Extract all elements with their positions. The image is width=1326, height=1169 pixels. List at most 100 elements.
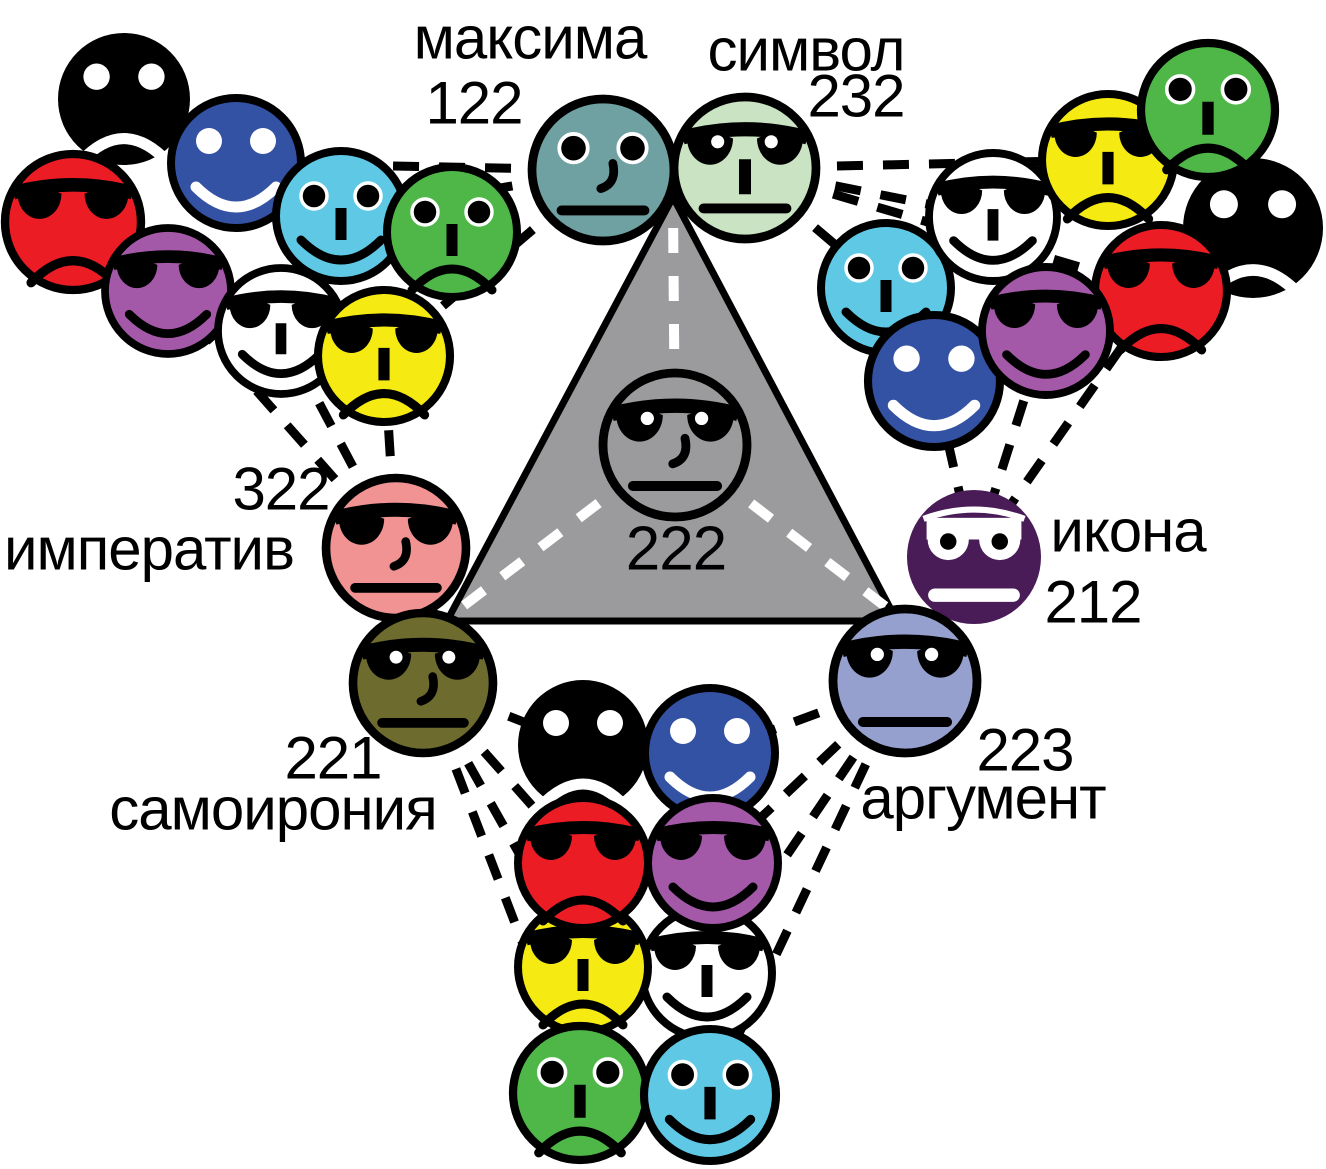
mouth-icon	[538, 895, 628, 926]
face-tl-black	[57, 32, 190, 168]
face-b-green	[508, 1021, 652, 1165]
lens-highlight-icon	[924, 647, 939, 662]
sunglasses-bar-icon	[1101, 248, 1221, 269]
sunglasses-bar-icon	[988, 289, 1104, 310]
face-b-red	[514, 794, 652, 932]
lens-highlight-icon	[442, 650, 456, 664]
face-tr-green	[1136, 38, 1280, 182]
face-circle	[1090, 220, 1232, 362]
face-tr-white	[925, 149, 1061, 285]
label-center-num: 222	[626, 515, 726, 584]
face-circle	[514, 794, 652, 932]
nose-icon	[596, 159, 619, 193]
eye-dot-icon	[250, 128, 276, 154]
eye-dot-icon	[1220, 74, 1252, 105]
eye-dot-icon	[1209, 190, 1238, 219]
face-simvol	[669, 92, 821, 244]
mouth-icon	[1115, 324, 1207, 355]
hair-gap-icon	[922, 506, 1026, 522]
mouth-icon	[534, 1126, 626, 1158]
eye-dot-icon	[592, 1057, 624, 1088]
face-ikona	[907, 490, 1041, 624]
mouth-icon	[1062, 193, 1154, 224]
sunglasses-bar-icon	[324, 313, 444, 334]
nose-icon	[416, 672, 438, 706]
eye-dot-icon	[991, 533, 1009, 550]
face-tl-cyan	[272, 147, 410, 285]
lens-highlight-icon	[711, 135, 725, 149]
eye-dot-icon	[1268, 190, 1297, 219]
mouth-icon	[338, 389, 430, 420]
eye-dot-icon	[893, 345, 920, 372]
sunglasses-bar-icon	[680, 122, 810, 145]
lens-highlight-icon	[389, 650, 403, 664]
sunglasses-bar-icon	[524, 821, 642, 842]
eye-dot-icon	[898, 253, 928, 283]
label-ikona-word: икона	[1050, 498, 1207, 565]
connection-line-argument-b-blue	[708, 676, 907, 758]
nose-icon	[668, 433, 691, 469]
label-maxima-word: максима	[414, 5, 648, 72]
face-circle	[518, 680, 648, 810]
mouth-icon	[1002, 350, 1090, 379]
lens-highlight-icon	[764, 135, 778, 149]
eye-dot-icon	[939, 533, 957, 550]
label-argument-word: аргумент	[860, 765, 1106, 832]
sunglasses-bar-icon	[332, 502, 460, 525]
mouth-icon	[887, 399, 981, 432]
eye-dot-icon	[536, 1057, 568, 1088]
eye-dot-icon	[667, 1059, 698, 1090]
mouth-icon	[124, 309, 212, 338]
face-tl-green	[383, 163, 521, 301]
eye-dot-icon	[410, 197, 440, 227]
label-argument-num: 223	[976, 717, 1073, 784]
lens-highlight-icon	[694, 411, 709, 426]
sunglasses-bar-icon	[359, 637, 487, 660]
face-circle	[598, 368, 752, 522]
face-argument	[828, 604, 982, 758]
eye-dot-icon	[1164, 74, 1196, 105]
label-maxima-num: 122	[425, 70, 522, 137]
mouth-icon	[534, 778, 632, 813]
sunglasses-bar-icon	[11, 178, 135, 200]
face-maxima	[527, 94, 679, 246]
label-samoironia-word: самоирония	[109, 776, 436, 843]
mouth-icon	[407, 264, 497, 295]
lens-highlight-icon	[870, 647, 884, 662]
label-imperativ-word: императив	[4, 516, 294, 583]
eye-dot-icon	[948, 345, 975, 372]
label-imperativ-num: 322	[232, 456, 329, 523]
mouth-icon	[1162, 143, 1254, 175]
face-samoironia	[348, 608, 498, 758]
eye-dot-icon	[722, 1059, 753, 1090]
eye-dot-icon	[724, 718, 750, 744]
mouth-icon	[190, 181, 282, 213]
face-tl-purple	[101, 224, 235, 358]
sunglasses-bar-icon	[648, 931, 766, 952]
face-b-blue	[641, 684, 779, 822]
sunglasses-bar-icon	[111, 250, 225, 270]
face-circle	[527, 94, 679, 246]
mouth-icon	[664, 1114, 756, 1145]
eye-dot-icon	[464, 197, 494, 227]
face-b-yellow	[514, 898, 652, 1036]
label-simvol-num: 232	[807, 63, 904, 130]
lens-highlight-icon	[640, 411, 654, 426]
face-tr-blue	[863, 310, 1005, 452]
eye-dot-icon	[196, 128, 222, 154]
sunglasses-bar-icon	[654, 821, 772, 842]
eye-dot-icon	[844, 253, 874, 283]
white-ray-0	[668, 206, 680, 446]
face-b-black	[518, 680, 648, 813]
sunglasses-bar-icon	[935, 175, 1051, 196]
label-simvol-word: символ	[707, 17, 904, 84]
face-circle	[321, 473, 471, 623]
face-tr-purple	[978, 263, 1114, 399]
label-samoironia-num: 221	[284, 725, 381, 792]
sunglasses-bar-icon	[524, 925, 642, 946]
mouth-icon	[296, 235, 386, 265]
eye-dot-icon	[597, 710, 623, 736]
eye-dot-icon	[616, 132, 649, 165]
face-tl-yellow	[313, 285, 455, 427]
